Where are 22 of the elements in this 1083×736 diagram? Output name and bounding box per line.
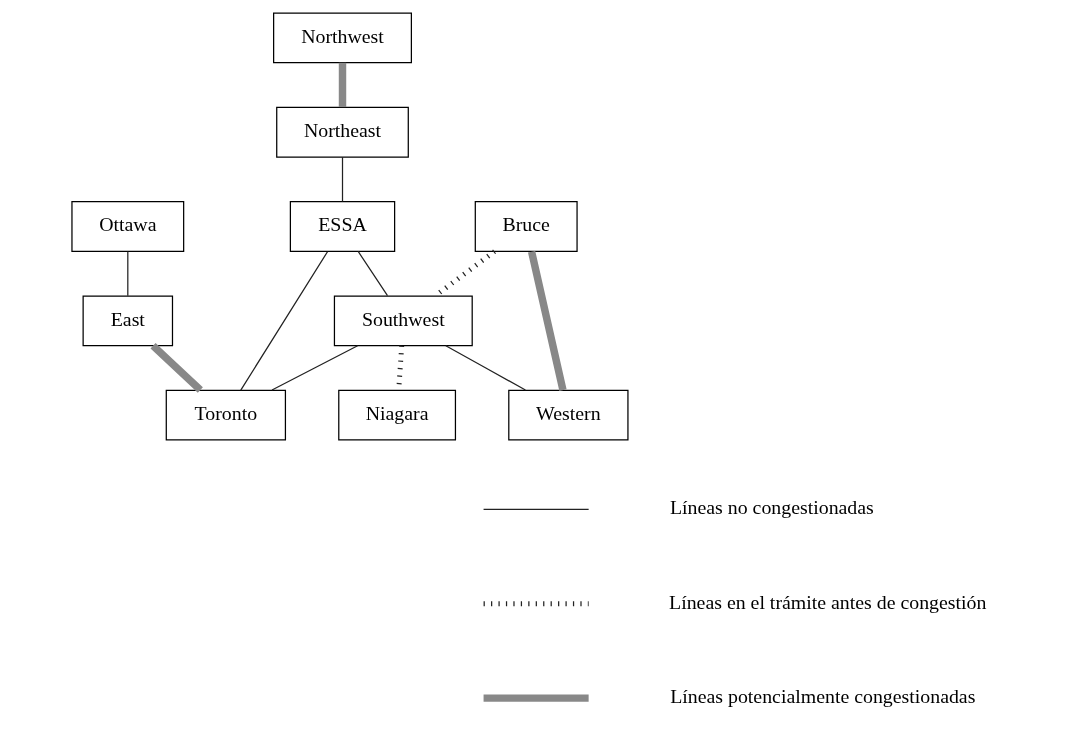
connector: [341, 156, 343, 202]
legend-label: Líneas potencialmente congestionadas: [669, 684, 975, 707]
node-box: Southwest: [333, 295, 473, 347]
node-box: Toronto: [165, 389, 286, 441]
node-box: Ottawa: [70, 201, 184, 252]
node-box: ESSA: [289, 201, 395, 252]
node-box: East: [82, 295, 173, 347]
connector: [527, 250, 567, 391]
node-box: Northeast: [275, 106, 409, 158]
connector: [357, 250, 388, 297]
connector: [338, 62, 346, 108]
connector: [239, 251, 328, 391]
node-box: Western: [507, 389, 629, 441]
node-box: Northwest: [272, 12, 412, 64]
connector: [270, 345, 358, 391]
node-box: Niagara: [337, 389, 456, 441]
connector: [126, 250, 128, 297]
node-box: Bruce: [474, 201, 578, 252]
connector: [444, 345, 526, 391]
legend-label: Líneas en el trámite antes de congestión: [668, 590, 986, 613]
legend-label: Líneas no congestionadas: [669, 496, 874, 519]
connector: [150, 343, 203, 393]
